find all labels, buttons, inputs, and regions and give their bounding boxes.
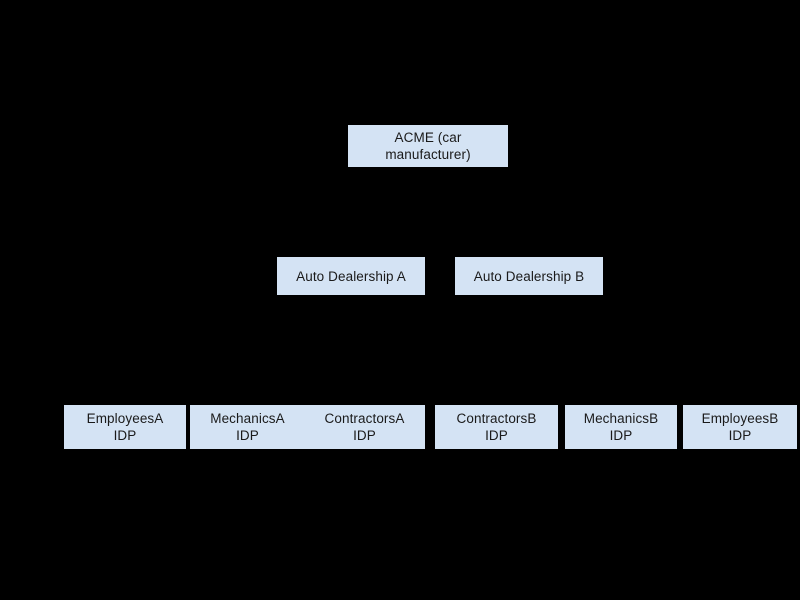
node-mechanicsa-idp[interactable]: MechanicsA IDP (190, 405, 305, 449)
node-employeesa-idp[interactable]: EmployeesA IDP (64, 405, 186, 449)
connector-dealership-b-to-contractorsb-drop (496, 350, 497, 405)
node-employeesb-idp[interactable]: EmployeesB IDP (683, 405, 797, 449)
connector-dealership-a-to-contractorsa-stem (350, 295, 352, 350)
node-acme[interactable]: ACME (car manufacturer) (348, 125, 508, 167)
node-mechanicsb-idp[interactable]: MechanicsB IDP (565, 405, 677, 449)
connector-dealership-b-to-mechanicsb-drop (620, 350, 622, 405)
connector-acme-to-dealership-b-bridge (428, 211, 529, 213)
node-dealership-b[interactable]: Auto Dealership B (455, 257, 603, 295)
connector-dealership-a-to-contractorsa-bridge (351, 349, 365, 351)
node-contractorsa-idp[interactable]: ContractorsA IDP (304, 405, 425, 449)
connector-dealership-b-to-contractorsb-bridge (496, 349, 529, 351)
connector-dealership-a-to-contractorsa-drop (364, 350, 365, 405)
connector-dealership-a-to-mechanicsa-drop (247, 350, 248, 405)
connector-dealership-b-to-employeesb-drop (739, 350, 741, 405)
connector-dealership-b-to-employeesb-bridge (529, 349, 740, 351)
connector-dealership-a-to-employeesa-bridge (125, 349, 351, 351)
connector-acme-to-dealership-b-drop (528, 212, 530, 257)
connector-dealership-a-to-employeesa-drop (124, 350, 126, 405)
connector-acme-to-dealership-b-stem (427, 167, 429, 212)
node-contractorsb-idp[interactable]: ContractorsB IDP (435, 405, 558, 449)
connector-dealership-a-to-mechanicsa-bridge (247, 349, 351, 351)
connector-acme-to-dealership-a-bridge (351, 211, 428, 213)
connector-dealership-b-to-employeesb-stem (528, 295, 530, 350)
connector-acme-to-dealership-a-drop (350, 212, 352, 257)
node-dealership-a[interactable]: Auto Dealership A (277, 257, 425, 295)
